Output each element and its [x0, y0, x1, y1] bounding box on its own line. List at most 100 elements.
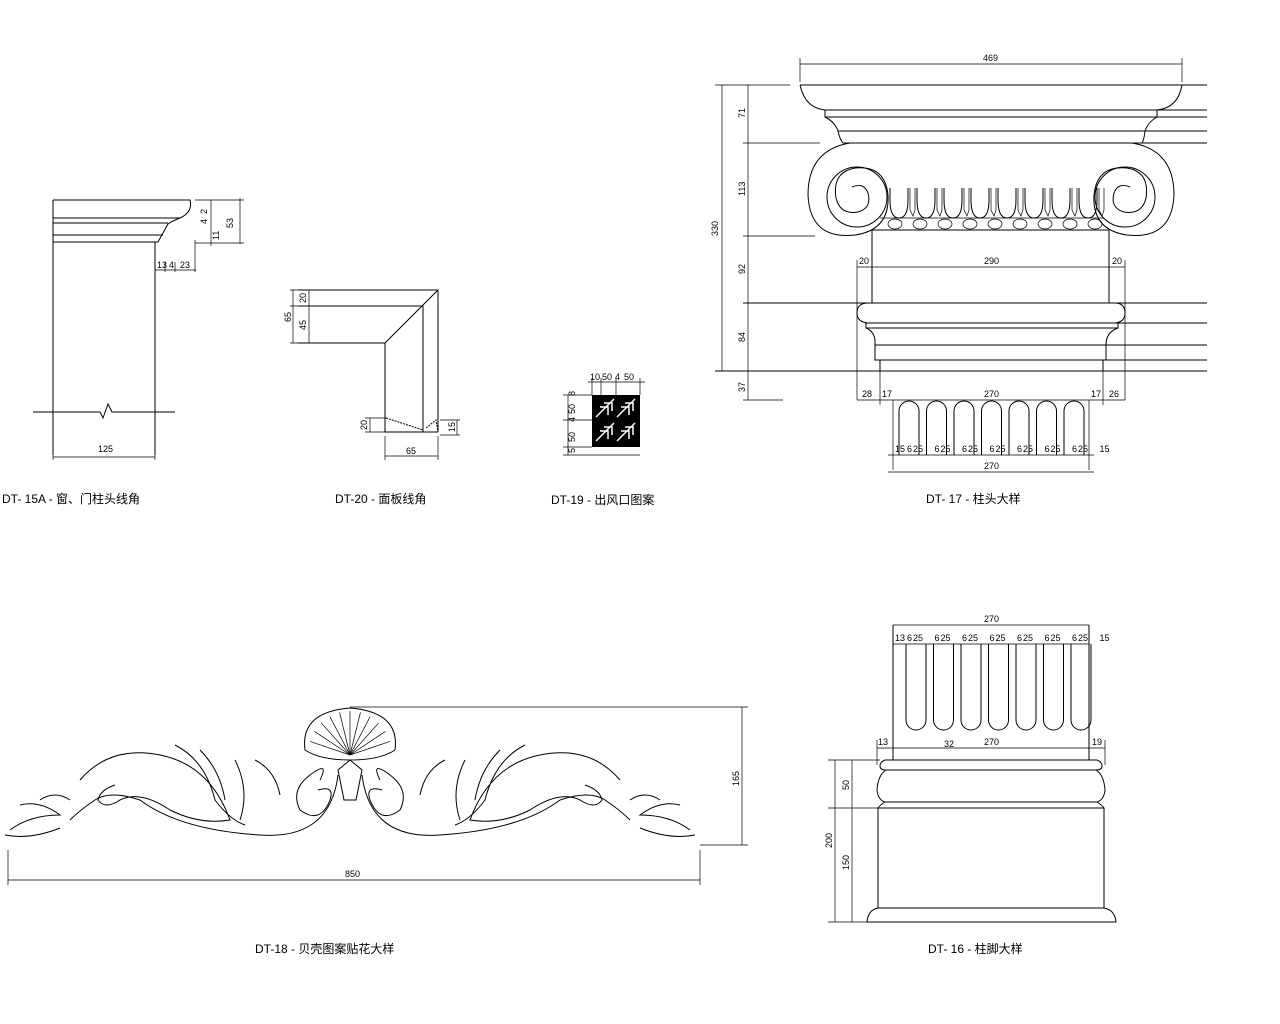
egg: [970, 188, 990, 219]
flute-dim-label: 13: [895, 633, 905, 643]
grille-cell: [595, 398, 615, 418]
dt16-base-moulding: [876, 759, 1106, 809]
dt19-dim-t2: 50: [602, 372, 612, 382]
shell-rib: [349, 722, 380, 756]
dt17-title: DT- 17 - 柱头大样: [926, 491, 1021, 506]
egg: [889, 188, 909, 219]
dt17-base-moulding: [715, 302, 1207, 372]
dt20-dim-width: 65: [406, 446, 416, 456]
bead: [912, 218, 928, 230]
dt17-dim-b2: 17: [882, 389, 892, 399]
dt17-dim-n2: 290: [984, 256, 999, 266]
egg: [997, 188, 1017, 219]
dt16-dim-h1: 50: [841, 780, 851, 790]
shell-rib: [349, 731, 386, 756]
dt18-dim-width: 850: [345, 869, 360, 879]
flute: [981, 400, 1002, 455]
dt16-dim-h2: 150: [841, 855, 851, 870]
dt17-egg-and-dart: [880, 188, 1105, 231]
dt17-volute-left: [807, 142, 889, 236]
grille-cell: [616, 398, 636, 418]
dt15a-dim-b2: 4: [169, 260, 174, 270]
flute-dim-label: 6: [990, 444, 995, 454]
dt15a-dim-b1: 13: [157, 260, 167, 270]
flute-dim-label: 6: [990, 633, 995, 643]
dt17-dim-h1: 71: [737, 108, 747, 118]
flute-dim-label: 25: [968, 444, 978, 454]
dt17-dim-h2: 113: [737, 182, 747, 196]
dt18-scroll-right: [361, 744, 696, 837]
dt17-dim-b3: 270: [984, 389, 999, 399]
drawing-dt15a: 125 53 2 4 11 13 4 23 DT- 15A - 窗、门柱头线角: [2, 198, 244, 506]
flute-dim-label: 25: [1051, 633, 1061, 643]
grille-cell: [595, 422, 615, 442]
dt18-scroll-left: [4, 744, 339, 837]
shell-rib: [314, 731, 351, 756]
egg: [916, 188, 936, 219]
flute-dim-label: 6: [1072, 633, 1077, 643]
dt19-dim-l2: 50: [567, 404, 577, 414]
flute-dim-label: 25: [1078, 633, 1088, 643]
dt15a-dim-d1: 2: [199, 209, 209, 214]
dt17-dim-b1: 28: [862, 389, 872, 399]
dt20-hatch: [385, 417, 439, 433]
dt18-title: DT-18 - 贝壳图案贴花大样: [255, 941, 394, 956]
dt19-dim-l1: 8: [567, 391, 577, 396]
flute-dim-label: 6: [962, 444, 967, 454]
shell-rib: [320, 722, 351, 756]
flute-dim-label: 6: [1017, 444, 1022, 454]
flute: [1063, 400, 1085, 455]
shell-rib: [349, 712, 361, 756]
shell-rib: [339, 712, 351, 756]
dt17-dim-h4: 84: [737, 332, 747, 342]
flute-dim-label: 25: [913, 633, 923, 643]
drawing-dt18: 850 165 DT-18 - 贝壳图案贴花大样: [4, 706, 748, 956]
flute-dim-label: 15: [895, 444, 905, 454]
flute: [926, 400, 947, 455]
dt19-dim-lines: [563, 378, 645, 456]
flute-dim-label: 6: [1045, 444, 1050, 454]
dt16-title: DT- 16 - 柱脚大样: [928, 941, 1023, 956]
dt17-dim-lines: [715, 58, 1183, 473]
dt18-dim-height: 165: [731, 771, 741, 786]
flute: [953, 400, 975, 455]
dt20-dim-lines: [290, 289, 460, 460]
dt19-dim-t1: 10: [590, 372, 600, 382]
flute: [1043, 644, 1064, 731]
flute-dim-label: 6: [962, 633, 967, 643]
flute: [1070, 644, 1092, 731]
dt20-dim-top: 20: [298, 293, 308, 303]
flute-dim-label: 25: [996, 444, 1006, 454]
dt17-dim-n3: 20: [1112, 256, 1122, 266]
flute-dim-label: 25: [941, 444, 951, 454]
flute-dim-label: 25: [913, 444, 923, 454]
bead: [987, 218, 1003, 230]
flute-dim-label: 25: [996, 633, 1006, 643]
bead: [887, 218, 903, 230]
flute-dim-label: 15: [1100, 444, 1110, 454]
dt15a-dim-b3: 23: [180, 260, 190, 270]
dart: [990, 188, 997, 217]
dart: [1098, 188, 1105, 217]
shell-rib: [349, 741, 391, 756]
dt15a-dim-d2: 4: [199, 219, 209, 224]
dt16-dim-l: 13: [878, 737, 888, 747]
dt16-plinth: [866, 808, 1117, 923]
flute: [960, 644, 982, 731]
dt16-dim-total: 200: [824, 833, 834, 848]
dt17-dim-h3: 92: [737, 264, 747, 274]
dt16-dim-lines: [828, 624, 1106, 923]
flute-dim-label: 6: [907, 633, 912, 643]
dt15a-dim-height: 53: [225, 218, 235, 228]
dt15a-dim-width: 125: [98, 444, 113, 454]
dt17-volute-right: [1093, 142, 1175, 236]
dart: [1017, 188, 1024, 217]
dt20-dim-foot: 20: [359, 420, 369, 430]
flute-dim-label: 25: [1051, 444, 1061, 454]
bead: [937, 218, 953, 230]
dt17-abacus: [799, 84, 1207, 144]
dt16-shaft: [892, 625, 1090, 760]
dt19-dim-l3: 4: [567, 417, 577, 422]
